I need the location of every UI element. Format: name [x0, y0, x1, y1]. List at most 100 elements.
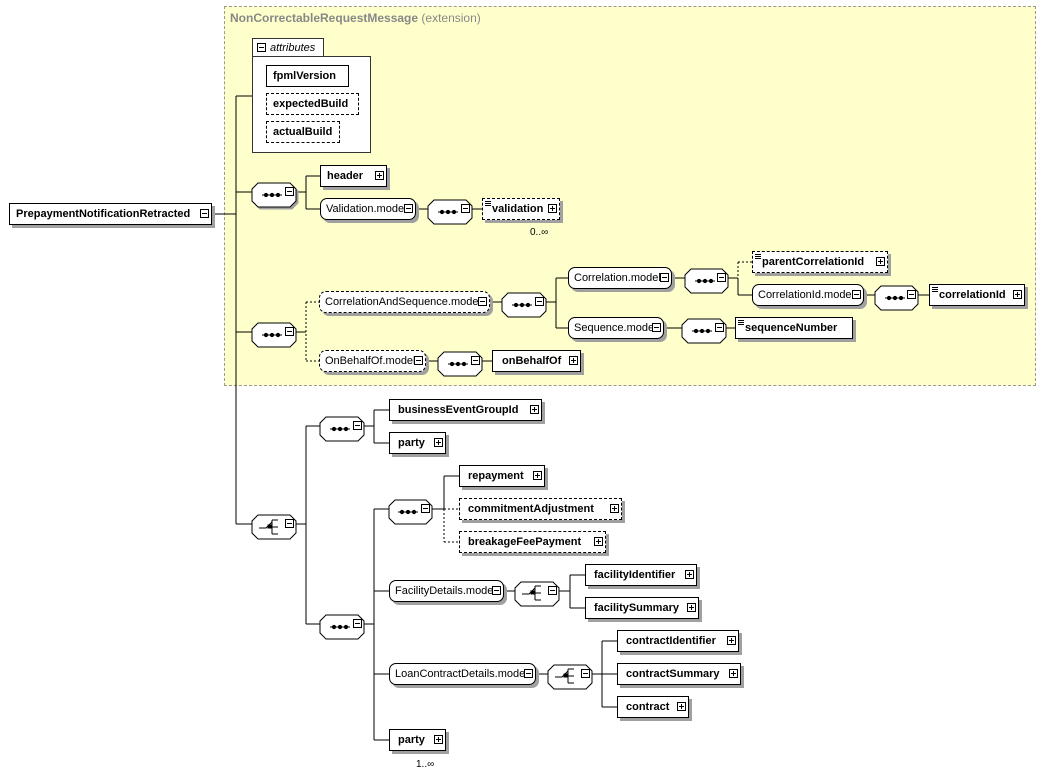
element-label: onBehalfOf	[502, 355, 562, 367]
group-sequence-model[interactable]: Sequence.model	[568, 317, 664, 339]
element-repayment[interactable]: repayment	[459, 465, 545, 487]
collapse-icon[interactable]	[461, 204, 470, 213]
attribute-label: fpmlVersion	[273, 70, 336, 82]
collapse-icon[interactable]	[660, 273, 669, 282]
expand-icon[interactable]	[727, 636, 736, 645]
element-label: facilityIdentifier	[594, 569, 676, 581]
collapse-icon[interactable]	[852, 290, 861, 299]
group-label: CorrelationId.model	[758, 289, 854, 301]
attribute-actualBuild[interactable]: actualBuild	[266, 121, 340, 143]
expand-icon[interactable]	[1013, 290, 1022, 299]
collapse-icon[interactable]	[257, 43, 266, 52]
group-validation-model[interactable]: Validation.model	[320, 198, 416, 220]
dashed-connectors	[305, 261, 752, 543]
collapse-icon[interactable]	[285, 519, 294, 528]
collapse-icon[interactable]	[404, 204, 413, 213]
group-correlation-id-model[interactable]: CorrelationId.model	[752, 284, 864, 306]
lines-icon	[755, 254, 761, 260]
lines-icon	[738, 320, 744, 326]
collapse-icon[interactable]	[535, 297, 544, 306]
element-parentCorrelationId[interactable]: parentCorrelationId	[752, 251, 888, 273]
collapse-icon[interactable]	[200, 209, 209, 218]
expand-icon[interactable]	[434, 735, 443, 744]
element-breakageFeePayment[interactable]: breakageFeePayment	[459, 531, 606, 553]
expand-icon[interactable]	[375, 171, 384, 180]
element-sequenceNumber[interactable]: sequenceNumber	[735, 317, 853, 339]
collapse-icon[interactable]	[414, 356, 423, 365]
element-businessEventGroupId[interactable]: businessEventGroupId	[389, 399, 542, 421]
expand-icon[interactable]	[677, 702, 686, 711]
element-facilitySummary[interactable]: facilitySummary	[585, 597, 699, 619]
element-commitmentAdjustment[interactable]: commitmentAdjustment	[459, 498, 622, 520]
element-label: sequenceNumber	[745, 322, 838, 334]
element-label: party	[398, 734, 425, 746]
element-label: contract	[626, 701, 670, 713]
collapse-icon[interactable]	[478, 297, 487, 306]
collapse-icon[interactable]	[471, 356, 480, 365]
attribute-fpmlVersion[interactable]: fpmlVersion	[266, 65, 349, 87]
group-label: CorrelationAndSequence.model	[325, 296, 481, 308]
element-label: repayment	[468, 470, 524, 482]
collapse-icon[interactable]	[353, 421, 362, 430]
collapse-icon[interactable]	[421, 504, 430, 513]
expand-icon[interactable]	[610, 504, 619, 513]
collapse-icon[interactable]	[353, 619, 362, 628]
expand-icon[interactable]	[533, 471, 542, 480]
element-label: party	[398, 437, 425, 449]
extension-suffix: (extension)	[421, 11, 481, 25]
element-label: parentCorrelationId	[762, 256, 865, 268]
element-party[interactable]: party	[389, 432, 446, 454]
expand-icon[interactable]	[548, 204, 557, 213]
collapse-icon[interactable]	[492, 586, 501, 595]
collapse-icon[interactable]	[652, 323, 661, 332]
group-label: LoanContractDetails.model	[395, 668, 528, 680]
collapse-icon[interactable]	[907, 290, 916, 299]
element-validation[interactable]: validation	[482, 198, 560, 220]
group-correlation-model[interactable]: Correlation.model	[568, 267, 672, 289]
element-party-repeated[interactable]: party	[389, 729, 446, 751]
element-contractSummary[interactable]: contractSummary	[617, 663, 741, 685]
element-label: validation	[492, 203, 544, 215]
root-label: PrepaymentNotificationRetracted	[16, 208, 191, 220]
expand-icon[interactable]	[569, 356, 578, 365]
element-correlationId[interactable]: correlationId	[929, 284, 1025, 306]
element-onBehalfOf[interactable]: onBehalfOf	[492, 350, 581, 372]
expand-icon[interactable]	[876, 257, 885, 266]
collapse-icon[interactable]	[548, 586, 557, 595]
group-label: Validation.model	[326, 203, 407, 215]
expand-icon[interactable]	[594, 537, 603, 546]
element-contractIdentifier[interactable]: contractIdentifier	[617, 630, 739, 652]
extension-base-name: NonCorrectableRequestMessage	[230, 11, 419, 25]
element-label: facilitySummary	[594, 602, 679, 614]
element-label: contractSummary	[626, 668, 720, 680]
element-label: businessEventGroupId	[398, 404, 519, 416]
attributes-title: attributes	[270, 42, 316, 54]
sequence-dots	[262, 192, 905, 630]
collapse-icon[interactable]	[715, 323, 724, 332]
group-correlation-and-sequence-model[interactable]: CorrelationAndSequence.model	[319, 291, 490, 313]
attribute-label: expectedBuild	[273, 98, 349, 110]
collapse-icon[interactable]	[285, 187, 294, 196]
element-facilityIdentifier[interactable]: facilityIdentifier	[585, 564, 697, 586]
element-contract[interactable]: contract	[617, 696, 689, 718]
attributes-tab: attributes	[252, 38, 324, 57]
group-loan-contract-details-model[interactable]: LoanContractDetails.model	[389, 663, 536, 685]
solid-connectors	[212, 95, 929, 741]
expand-icon[interactable]	[687, 603, 696, 612]
group-on-behalf-of-model[interactable]: OnBehalfOf.model	[319, 350, 426, 372]
group-label: Sequence.model	[574, 322, 657, 334]
collapse-icon[interactable]	[717, 273, 726, 282]
group-facility-details-model[interactable]: FacilityDetails.model	[389, 580, 504, 602]
attribute-expectedBuild[interactable]: expectedBuild	[266, 93, 359, 115]
expand-icon[interactable]	[530, 405, 539, 414]
collapse-icon[interactable]	[285, 327, 294, 336]
collapse-icon[interactable]	[524, 669, 533, 678]
element-label: commitmentAdjustment	[468, 503, 594, 515]
expand-icon[interactable]	[685, 570, 694, 579]
expand-icon[interactable]	[729, 669, 738, 678]
expand-icon[interactable]	[434, 438, 443, 447]
collapse-icon[interactable]	[581, 669, 590, 678]
root-element[interactable]: PrepaymentNotificationRetracted	[9, 203, 212, 225]
element-header[interactable]: header	[320, 165, 387, 187]
